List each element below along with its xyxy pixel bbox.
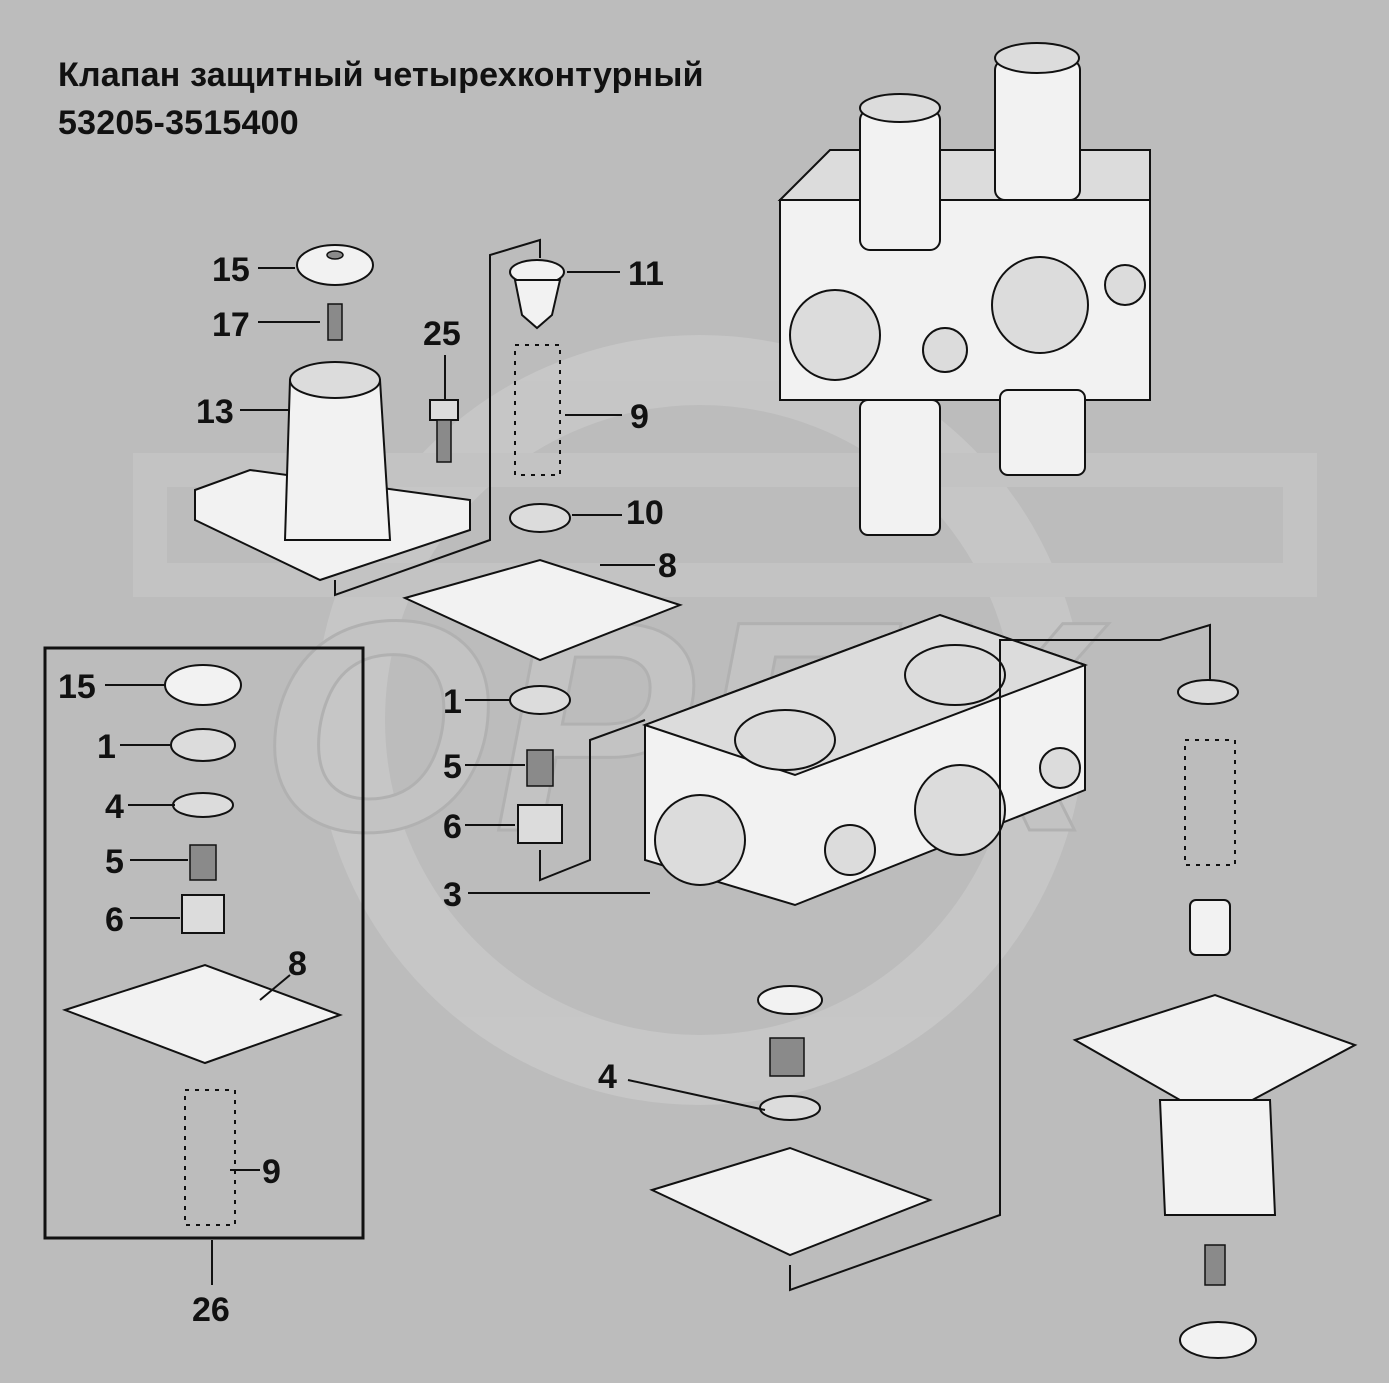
callout-9-kit: 9: [262, 1153, 281, 1191]
callout-4-kit: 4: [105, 788, 124, 826]
part-10-washer: [509, 503, 571, 533]
callout-15-kit: 15: [58, 668, 96, 706]
right-side-parts: [1072, 679, 1358, 1359]
callout-17: 17: [212, 306, 250, 344]
part-13-cover: [194, 361, 471, 582]
callout-4-bottom: 4: [598, 1058, 617, 1096]
part-17-screw: [327, 303, 343, 341]
callout-13: 13: [196, 393, 234, 431]
part-1-seal: [509, 685, 571, 715]
callout-6-kit: 6: [105, 901, 124, 939]
callout-26: 26: [192, 1291, 230, 1329]
callout-8-center: 8: [658, 547, 677, 585]
part-5-spring: [526, 749, 554, 787]
callout-numbers: 15 17 13 25 11 9 10 8 15 1 4 5 6 8 9 26 …: [58, 251, 677, 1329]
part-9-spring: [514, 344, 561, 476]
callout-25: 25: [423, 315, 461, 353]
diagram-part-number: 53205-3515400: [58, 104, 299, 142]
leader-lines: [105, 238, 1211, 1292]
part-25-screw: [429, 399, 459, 463]
callout-9-top: 9: [630, 398, 649, 436]
callout-11: 11: [628, 255, 664, 293]
repair-kit-26-box: [43, 646, 365, 1240]
assembled-valve: [777, 42, 1151, 536]
callout-6-center: 6: [443, 808, 462, 846]
callout-8-kit: 8: [288, 945, 307, 983]
callout-1-kit: 1: [97, 728, 116, 766]
diagram-title: Клапан защитный четырехконтурный: [58, 56, 704, 94]
callout-5-kit: 5: [105, 843, 124, 881]
callout-10: 10: [626, 494, 664, 532]
bottom-center-parts: [649, 985, 933, 1257]
part-15-cap: [296, 244, 374, 286]
callout-5-center: 5: [443, 748, 462, 786]
part-3-body: [641, 613, 1088, 907]
callout-3: 3: [443, 876, 462, 914]
callout-15-top: 15: [212, 251, 250, 289]
part-8-gasket: [402, 558, 683, 662]
callout-1-center: 1: [443, 683, 462, 721]
part-6-valve: [517, 804, 563, 844]
part-11-piston: [509, 259, 565, 330]
